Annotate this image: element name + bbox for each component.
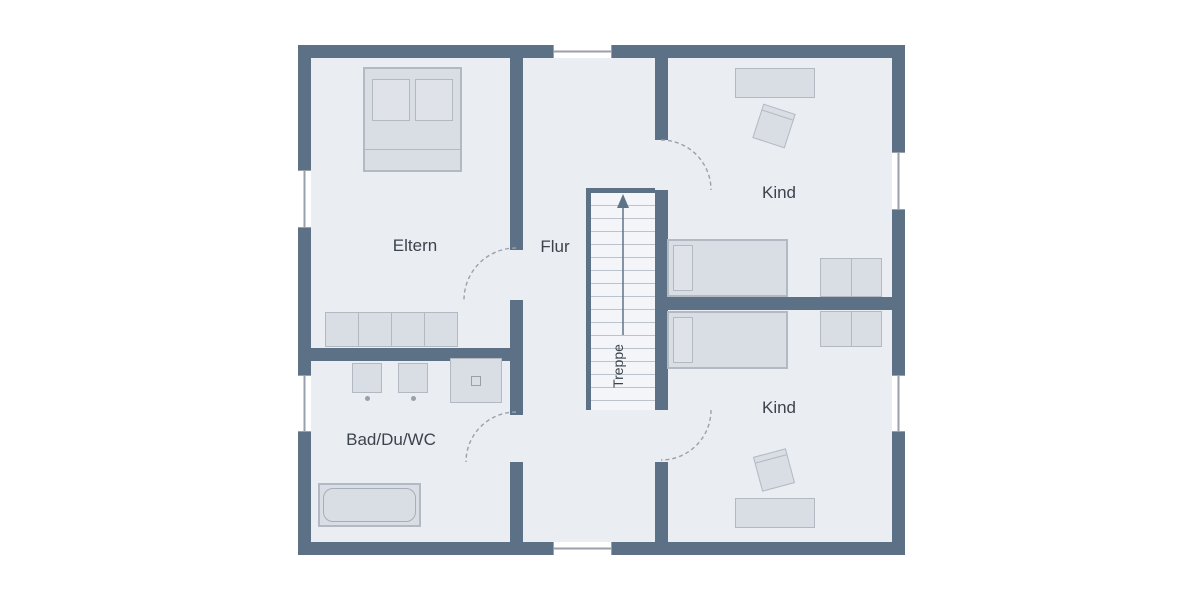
window-bottom (553, 542, 612, 555)
pillow (673, 245, 693, 291)
bathtub (318, 483, 421, 527)
chair-backrest (762, 109, 793, 121)
faucet-dot (411, 396, 416, 401)
shower-drain (471, 376, 481, 386)
pillow (372, 79, 410, 121)
wall-between-kind-rooms (668, 297, 892, 310)
desk-kind-top (735, 68, 815, 98)
washbasin (352, 363, 382, 393)
wardrobe-divider (851, 259, 852, 296)
wall-kind-flur-mid (655, 190, 668, 410)
shower (450, 358, 502, 403)
wall-bad-flur-upper (510, 361, 523, 415)
wardrobe-kind-top (820, 258, 882, 297)
pillow (673, 317, 693, 363)
pillow (415, 79, 453, 121)
wall-eltern-flur-lower (510, 300, 523, 348)
window-left-lower (298, 375, 311, 432)
window-left-upper (298, 170, 311, 228)
window-top (553, 45, 612, 58)
wardrobe-cell (424, 312, 458, 347)
room-label-bad: Bad/Du/WC (346, 430, 436, 449)
wardrobe-cell (391, 312, 425, 347)
bathtub-basin (323, 488, 416, 522)
wall-kind-flur-lower (655, 462, 668, 542)
window-right-lower (892, 375, 905, 432)
wall-eltern-bad (311, 348, 523, 361)
stair-wall-left (586, 188, 591, 410)
room-label-kind-top: Kind (761, 183, 797, 202)
room-label-kind-bottom: Kind (761, 398, 797, 417)
bed-kind-bottom (667, 311, 788, 369)
wall-kind-flur-upper (655, 58, 668, 140)
faucet-dot (365, 396, 370, 401)
room-label-eltern: Eltern (392, 236, 438, 255)
wardrobe-divider (851, 312, 852, 346)
stair-wall-top (586, 188, 655, 193)
room-label-treppe: Treppe (610, 344, 626, 388)
wardrobe-cell (358, 312, 392, 347)
wall-eltern-flur-upper (510, 58, 523, 250)
wardrobe-kind-bottom (820, 311, 882, 347)
double-bed-eltern (363, 67, 462, 172)
bed-footline (365, 149, 460, 150)
room-label-flur: Flur (540, 237, 570, 256)
bed-kind-top (667, 239, 788, 297)
washbasin (398, 363, 428, 393)
wall-bad-flur-lower (510, 462, 523, 542)
chair-backrest (755, 454, 787, 464)
window-right-upper (892, 152, 905, 210)
desk-kind-bottom (735, 498, 815, 528)
wardrobe-cell (325, 312, 359, 347)
